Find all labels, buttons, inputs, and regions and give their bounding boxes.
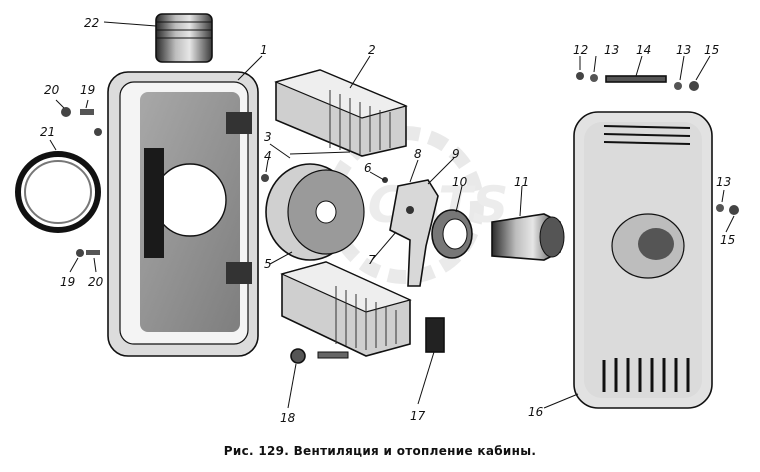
part-17-damper-plate	[425, 317, 445, 353]
label-7: 7	[368, 253, 376, 267]
part-10-flange	[431, 209, 473, 259]
label-13-right: 13	[676, 43, 691, 57]
part-radiator-core-lower	[280, 261, 412, 357]
part-3-fan-wheel	[265, 151, 365, 261]
label-3: 3	[264, 130, 272, 144]
label-19-bottom: 19	[60, 275, 75, 289]
part-2-radiator-core-upper	[274, 69, 408, 157]
part-22-filler-cap	[155, 13, 213, 63]
label-4: 4	[264, 149, 272, 163]
figure-caption: Рис. 129. Вентиляция и отопление кабины.	[223, 444, 537, 458]
label-5: 5	[264, 257, 272, 271]
label-11: 11	[514, 175, 529, 189]
parts-19-20-screws	[61, 107, 269, 257]
label-13-side: 13	[716, 175, 731, 189]
label-21: 21	[40, 125, 55, 139]
label-1: 1	[260, 43, 268, 57]
label-9: 9	[452, 147, 460, 161]
label-10: 10	[452, 175, 468, 189]
part-11-electric-motor	[491, 213, 565, 261]
label-16: 16	[528, 405, 544, 419]
label-15-side: 15	[720, 233, 735, 247]
label-20-bottom: 20	[88, 275, 104, 289]
label-12: 12	[573, 43, 588, 57]
part-14-tie-rod	[576, 72, 739, 215]
part-21-gasket-ring	[15, 151, 101, 233]
label-2: 2	[368, 43, 376, 57]
part-number-labels: 22 1 2 3 4 5 6 7 8 9 10 11 12 13 14 13 1…	[40, 16, 735, 425]
label-19-top: 19	[80, 83, 95, 97]
label-6: 6	[364, 161, 372, 175]
part-16-front-cover	[573, 111, 713, 409]
part-8-bracket	[382, 177, 439, 287]
label-13-top: 13	[604, 43, 619, 57]
label-22: 22	[84, 16, 99, 30]
leader-lines	[49, 21, 735, 409]
label-18: 18	[280, 411, 296, 425]
label-20-top: 20	[44, 83, 60, 97]
part-1-heater-housing	[107, 71, 259, 357]
label-15-top: 15	[704, 43, 719, 57]
label-8: 8	[414, 147, 422, 161]
label-17: 17	[410, 409, 426, 423]
part-18-bolt	[290, 348, 349, 364]
label-14: 14	[636, 43, 651, 57]
